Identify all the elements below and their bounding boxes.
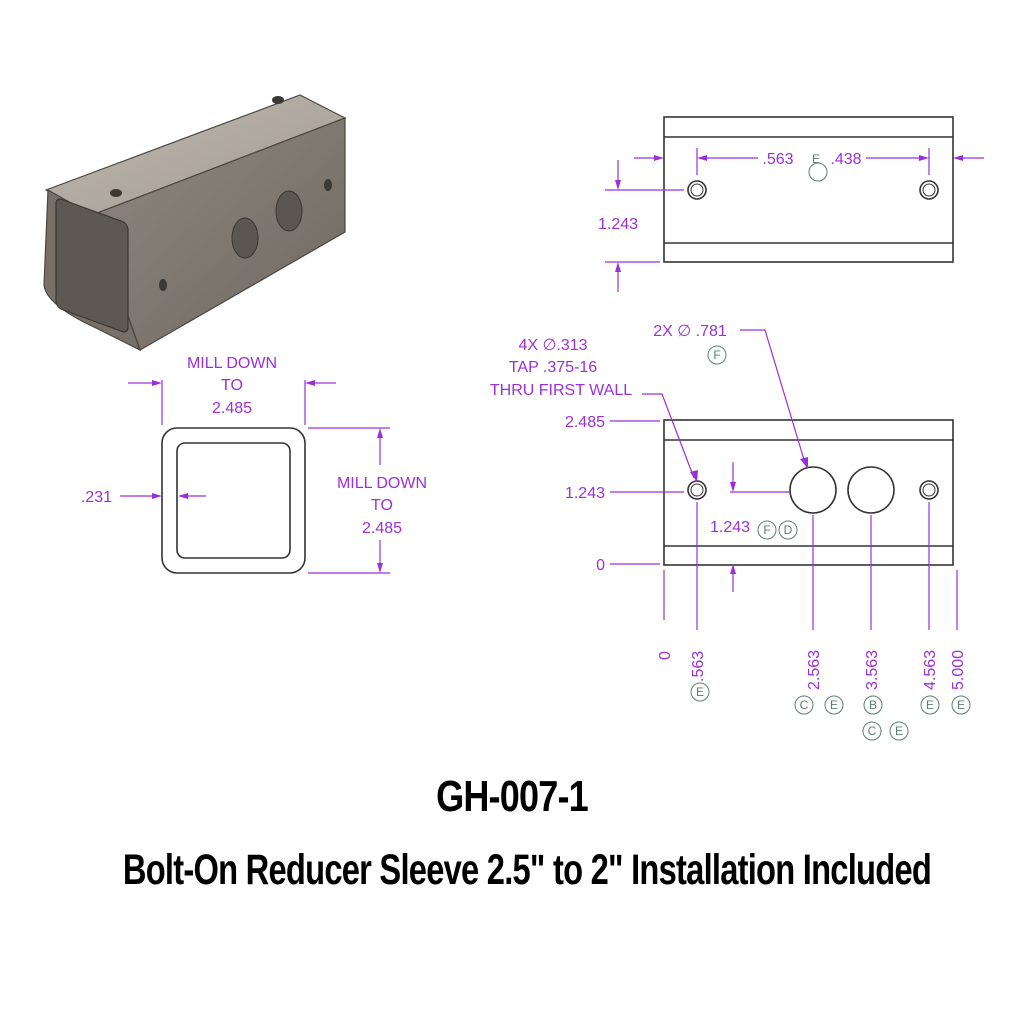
part-number: GH-007-1 [436,772,589,821]
technical-drawing: MILL DOWN TO 2.485 MILL DOWN TO 2.485 .2… [43,94,984,741]
top-height: 1.243 [598,216,638,233]
x-datum-3563-c: E [895,724,903,738]
mill-width-line2: TO [221,377,243,394]
x-datum-3563-b: C [868,724,877,738]
top-view: .563 E .438 1.243 [598,116,984,292]
y-zero-label: 0 [596,557,605,574]
product-title: Bolt-On Reducer Sleeve 2.5" to 2" Instal… [122,846,932,894]
y-top-label: 2.485 [565,414,605,431]
mill-width-line1: MILL DOWN [187,355,277,372]
isometric-view [43,94,347,352]
top-left-offset: .563 [762,151,793,168]
mill-height-value: 2.485 [362,520,402,537]
bore-datum: F [713,348,720,362]
x-datum-5000: E [957,698,965,712]
top-right-offset: .438 [830,151,861,168]
x-datum-2563-b: E [830,698,838,712]
x-datum-4563: E [926,698,934,712]
y-mid-label: 1.243 [565,485,605,502]
x-label-2563: 2.563 [806,650,823,690]
tap-note-line3: THRU FIRST WALL [490,382,632,399]
section-view: MILL DOWN TO 2.485 MILL DOWN TO 2.485 .2… [81,355,427,574]
x-label-563: .563 [690,651,707,682]
mill-height-line1: MILL DOWN [337,475,427,492]
top-datum-label: E [812,152,820,166]
x-datum-3563-a: B [869,698,877,712]
x-label-0: 0 [657,651,674,660]
mill-height-line2: TO [371,497,393,514]
x-datum-563: E [696,685,704,699]
bore-note: 2X ∅ .781 [653,323,727,340]
wall-thickness: .231 [81,489,112,506]
center-dim: 1.243 [710,519,750,536]
center-datum-2: D [784,523,793,537]
tap-note-line1: 4X ∅.313 [518,337,587,354]
x-label-5000: 5.000 [950,650,967,690]
tap-note-line2: TAP .375-16 [509,359,597,376]
front-view: 4X ∅.313 TAP .375-16 THRU FIRST WALL 2X … [490,323,971,741]
center-datum-1: F [763,523,770,537]
x-datum-2563-a: C [800,698,809,712]
tap-hole-icon [110,189,122,197]
mill-width-value: 2.485 [212,400,252,417]
tap-hole-icon [272,96,284,104]
x-label-3563: 3.563 [864,650,881,690]
x-label-4563: 4.563 [922,650,939,690]
